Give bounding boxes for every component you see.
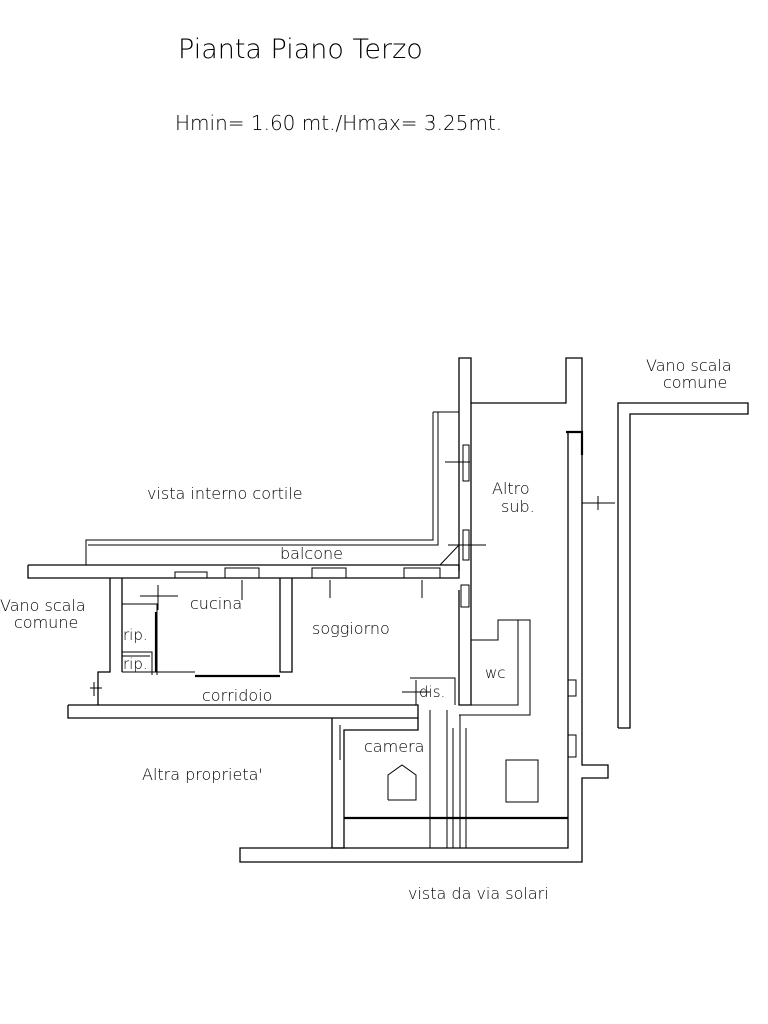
label-vano-scala-right-1: Vano scala — [646, 356, 732, 375]
height-range: Hmin= 1.60 mt./Hmax= 3.25mt. — [175, 111, 502, 135]
label-corridoio: corridoio — [202, 686, 272, 705]
label-soggiorno: soggiorno — [312, 619, 390, 638]
label-altro-sub-2: sub. — [501, 497, 535, 516]
label-altro-sub-1: Altro — [492, 479, 530, 498]
exterior-walls — [27, 357, 609, 863]
door-marks — [90, 461, 615, 705]
label-rip-2: rip. — [123, 655, 148, 673]
label-vano-scala-left-1: Vano scala — [0, 596, 86, 615]
top-windows — [174, 567, 441, 579]
label-balcone: balcone — [280, 544, 343, 563]
label-altra-proprieta: Altra proprieta' — [142, 765, 263, 784]
label-cucina: cucina — [190, 594, 242, 613]
label-vano-scala-left-2: comune — [14, 613, 78, 632]
label-vista-cortile: vista interno cortile — [147, 484, 303, 503]
label-vista-via: vista da via solari — [408, 884, 549, 903]
label-wc: wc — [485, 664, 506, 682]
stairwell-right — [617, 402, 749, 729]
label-camera: camera — [364, 737, 424, 756]
label-rip-1: rip. — [123, 626, 148, 644]
plan-title: Pianta Piano Terzo — [178, 34, 423, 65]
label-dis: dis. — [419, 683, 445, 701]
label-vano-scala-right-2: comune — [663, 373, 727, 392]
camera-room — [331, 710, 568, 849]
